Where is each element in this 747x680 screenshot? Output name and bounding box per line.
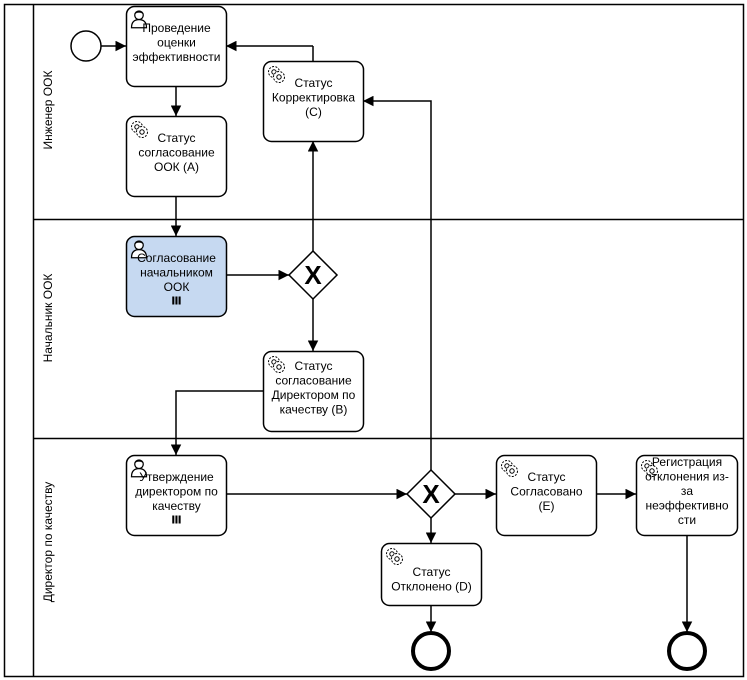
task-label-line: (С) xyxy=(305,105,322,119)
task-label-line: за xyxy=(681,484,694,498)
multi-instance-marker-icon: Ⅲ xyxy=(171,514,181,527)
task-label-line: согласование xyxy=(138,146,215,160)
task-label-line: Корректировка xyxy=(272,91,356,105)
task-box xyxy=(380,542,483,607)
task-label-line: оценки xyxy=(157,36,196,50)
task-box xyxy=(635,454,739,537)
flow-status-b-to-director xyxy=(170,390,263,455)
start-event[interactable] xyxy=(70,30,102,62)
task-label-line: Статус xyxy=(295,76,333,90)
task-box xyxy=(125,454,228,537)
task-box xyxy=(125,5,228,88)
task-label-line: Статус xyxy=(528,470,566,484)
task-label-line: Директором по xyxy=(272,388,356,402)
pool-border xyxy=(3,3,745,678)
task-label-line: директором по xyxy=(135,485,218,499)
task-label-line: Статус xyxy=(413,565,451,579)
task-label-line: Утверждение xyxy=(139,470,214,484)
task-label-line: отклонения из- xyxy=(645,470,729,484)
task-label-line: Регистрация xyxy=(652,455,722,469)
events xyxy=(70,30,707,671)
exclusive-gateway-2[interactable]: X xyxy=(405,468,457,520)
lane-labels: Инженер ООК Начальник ООК Директор по ка… xyxy=(41,71,55,603)
task-label-line: эффективности xyxy=(132,50,220,64)
task-label-line: Согласовано xyxy=(510,485,582,499)
tasks: ПроведениеоценкиэффективностиСтатуссогла… xyxy=(125,5,739,607)
task-label-line: Проведение xyxy=(142,21,211,35)
gateways: X X xyxy=(287,249,457,520)
task-label-line: Согласование xyxy=(137,251,216,265)
lane-label-engineer: Инженер ООК xyxy=(41,71,55,150)
exclusive-gateway-1[interactable]: X xyxy=(287,249,339,301)
task-box xyxy=(262,60,365,143)
task-label-line: начальником xyxy=(140,266,213,280)
task-box xyxy=(125,235,228,318)
task-box xyxy=(262,350,365,433)
task-label-line: ООК (А) xyxy=(154,160,199,174)
task-label-line: (Е) xyxy=(539,499,555,513)
task-label-line: ООК xyxy=(164,280,190,294)
multi-instance-marker-icon: Ⅲ xyxy=(171,295,181,308)
flow-gateway2-to-status-c xyxy=(363,95,432,470)
sequence-flows xyxy=(101,40,693,632)
end-event-rejected[interactable] xyxy=(411,631,451,671)
lane-label-head: Начальник ООК xyxy=(41,274,55,363)
task-label-line: качеству (В) xyxy=(280,403,348,417)
task-box xyxy=(125,115,228,198)
task-label-line: Статус xyxy=(158,131,196,145)
task-label-line: Отклонено (D) xyxy=(391,580,472,594)
gateway-1-symbol: X xyxy=(304,260,322,290)
pool xyxy=(3,3,745,678)
lane-label-director: Директор по качеству xyxy=(41,482,55,603)
end-event-deviation[interactable] xyxy=(667,631,707,671)
gateway-2-symbol: X xyxy=(422,479,440,509)
task-label-line: Статус xyxy=(295,359,333,373)
task-label-line: качеству xyxy=(152,499,200,513)
task-box xyxy=(495,454,598,537)
task-label-line: согласование xyxy=(275,374,352,388)
task-label-line: неэффективно xyxy=(645,499,728,513)
task-label-line: сти xyxy=(678,513,696,527)
